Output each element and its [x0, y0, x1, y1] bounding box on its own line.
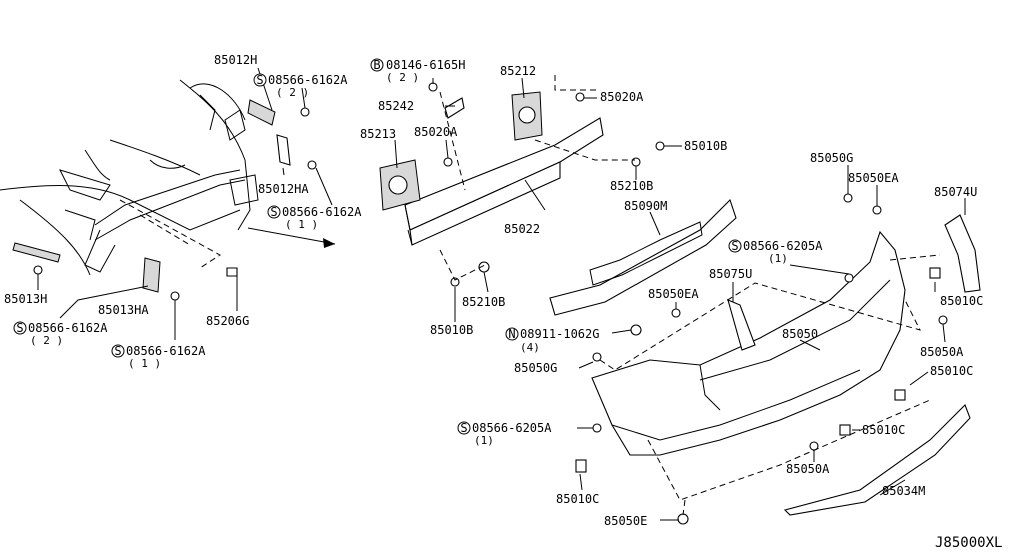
bracket-85013HA [142, 257, 161, 293]
label-85012H: 85012H [214, 53, 257, 67]
label-85050A: 85050A [920, 345, 964, 359]
label-qty: ( 2 ) [30, 334, 63, 347]
s-symbol: S [267, 205, 281, 219]
label-85050EA: 85050EA [648, 287, 699, 301]
label-85013H: 85013H [4, 292, 47, 306]
s-symbol: S [253, 73, 267, 87]
label-85010C: 85010C [940, 294, 983, 308]
label-85212: 85212 [500, 64, 536, 78]
svg-text:S: S [256, 73, 263, 87]
label-85210B: 85210B [610, 179, 653, 193]
label-qty: ( 1 ) [285, 218, 318, 231]
label-85050A: 85050A [786, 462, 830, 476]
s-symbol: S [457, 421, 471, 435]
direction-arrow [247, 227, 336, 248]
label-85242: 85242 [378, 99, 414, 113]
label-85206G: 85206G [206, 314, 249, 328]
diagram-id: J85000XL [935, 535, 1002, 551]
garnish-85074U [944, 214, 981, 293]
label-85050G: 85050G [514, 361, 557, 375]
label-85090M: 85090M [624, 199, 667, 213]
label-qty: (4) [520, 341, 540, 354]
svg-text:S: S [114, 344, 121, 358]
label-85034M: 85034M [882, 484, 925, 498]
label-08566-6162A: 08566-6162A [28, 321, 108, 335]
bracket-85075U [727, 299, 756, 351]
bracket-85212 [511, 91, 543, 141]
clip-85206G [226, 267, 238, 277]
label-85022: 85022 [504, 222, 540, 236]
s-symbol: S [111, 344, 125, 358]
finisher-85034M [783, 404, 971, 516]
label-08566-6205A: 08566-6205A [743, 239, 823, 253]
prefix-symbols: S S S S B S N S [13, 58, 742, 435]
label-85012HA: 85012HA [258, 182, 309, 196]
label-85075U: 85075U [709, 267, 752, 281]
label-qty: ( 2 ) [276, 86, 309, 99]
label-85020A: 85020A [600, 90, 644, 104]
label-qty: (1) [474, 434, 494, 447]
label-08566-6162A: 08566-6162A [268, 73, 348, 87]
bracket-85242 [444, 97, 465, 119]
svg-text:N: N [508, 327, 515, 341]
label-85013HA: 85013HA [98, 303, 149, 317]
label-08566-6205A: 08566-6205A [472, 421, 552, 435]
bracket-85012HA [276, 134, 291, 166]
label-85010B: 85010B [684, 139, 727, 153]
label-85010C: 85010C [556, 492, 599, 506]
label-85050G: 85050G [810, 151, 853, 165]
label-08911-1062G: 08911-1062G [520, 327, 599, 341]
absorber-85090M [549, 198, 737, 316]
leader-lines [37, 67, 966, 521]
label-85050E: 85050E [604, 514, 647, 528]
label-85050: 85050 [782, 327, 818, 341]
label-85050EA: 85050EA [848, 171, 899, 185]
label-08146-6165H: 08146-6165H [386, 58, 465, 72]
svg-text:B: B [373, 58, 380, 72]
svg-text:S: S [270, 205, 277, 219]
label-85210B: 85210B [462, 295, 505, 309]
label-08566-6162A: 08566-6162A [126, 344, 206, 358]
bracket-85013H [12, 242, 61, 263]
label-85213: 85213 [360, 127, 396, 141]
fasteners-reinf [428, 82, 665, 287]
bracket-85213 [379, 159, 421, 211]
n-symbol: N [505, 327, 519, 341]
label-85010C: 85010C [862, 423, 905, 437]
vehicle-body-illustration [0, 79, 259, 276]
svg-text:S: S [731, 239, 738, 253]
label-85074U: 85074U [934, 185, 977, 199]
svg-text:S: S [460, 421, 467, 435]
label-08566-6162A: 08566-6162A [282, 205, 362, 219]
label-85010C: 85010C [930, 364, 973, 378]
label-qty: ( 1 ) [128, 357, 161, 370]
label-qty: ( 2 ) [386, 71, 419, 84]
bracket-85012H [247, 99, 276, 126]
label-qty: (1) [768, 252, 788, 265]
label-85020A: 85020A [414, 125, 458, 139]
part-labels: 85012H 08566-6162A ( 2 ) 85012HA 08566-6… [4, 53, 1002, 551]
b-symbol: B [370, 58, 384, 72]
s-symbol: S [728, 239, 742, 253]
svg-text:S: S [16, 321, 23, 335]
label-85010B: 85010B [430, 323, 473, 337]
s-symbol: S [13, 321, 27, 335]
reinforcement-85022 [404, 117, 604, 246]
screws-left [33, 107, 317, 301]
